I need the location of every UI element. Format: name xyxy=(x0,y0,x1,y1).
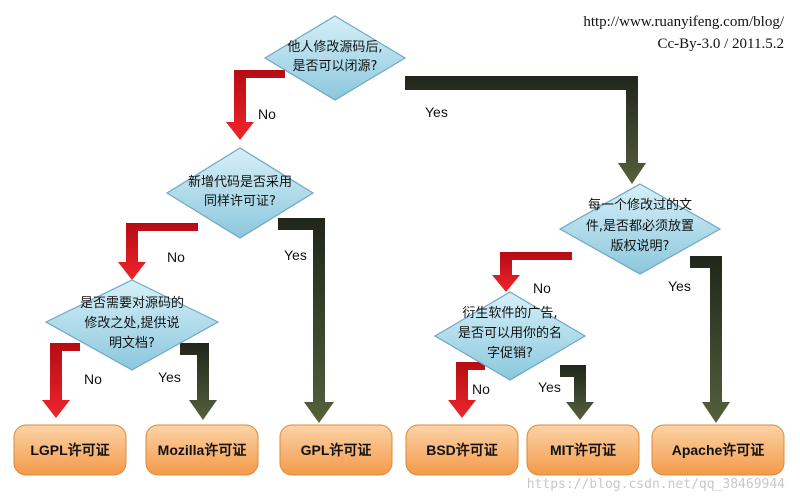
decision-q5: 衍生软件的广告, 是否可以用你的名 字促销? xyxy=(433,291,587,381)
q4-line-1: 每一个修改过的文 xyxy=(588,197,692,213)
q1-no-label: No xyxy=(258,106,276,122)
license-gpl: GPL许可证 xyxy=(279,424,393,476)
diamond-shape xyxy=(44,279,220,371)
decision-q3: 是否需要对源码的 修改之处,提供说 明文档? xyxy=(44,279,220,371)
q4-no-arrow xyxy=(492,252,572,292)
q4-yes-label: Yes xyxy=(668,278,691,294)
q1-line-1: 他人修改源码后, xyxy=(287,40,382,55)
license-apache-label: Apache许可证 xyxy=(672,442,765,458)
q2-yes-label: Yes xyxy=(284,247,307,263)
q3-line-1: 是否需要对源码的 xyxy=(80,295,184,311)
q2-no-arrow xyxy=(118,223,198,280)
decision-q4: 每一个修改过的文 件,是否都必须放置 版权说明? xyxy=(558,183,722,275)
diamond-shape xyxy=(558,183,722,275)
diamond-shape xyxy=(165,147,315,239)
decision-q1: 他人修改源码后, 是否可以闭源? xyxy=(263,15,407,101)
diamond-shape xyxy=(263,15,407,101)
q1-line-2: 是否可以闭源? xyxy=(293,59,378,74)
decision-q2: 新增代码是否采用 同样许可证? xyxy=(165,147,315,239)
license-mit-label: MIT许可证 xyxy=(550,442,616,458)
license-lgpl-label: LGPL许可证 xyxy=(30,442,109,458)
q4-line-3: 版权说明? xyxy=(611,238,670,254)
header-url: http://www.ruanyifeng.com/blog/ xyxy=(583,14,784,30)
q1-no-arrow xyxy=(226,70,285,140)
license-lgpl: LGPL许可证 xyxy=(13,424,127,476)
license-mozilla-label: Mozilla许可证 xyxy=(158,442,247,458)
q4-no-label: No xyxy=(533,280,551,296)
q3-yes-arrow xyxy=(180,343,217,420)
q3-no-label: No xyxy=(84,371,102,387)
q4-line-2: 件,是否都必须放置 xyxy=(586,219,694,234)
license-bsd: BSD许可证 xyxy=(405,424,519,476)
diamond-shape xyxy=(433,291,587,381)
q1-yes-arrow xyxy=(405,76,646,184)
q5-no-arrow xyxy=(448,362,485,418)
q3-no-arrow xyxy=(42,343,80,418)
header-license: Cc-By-3.0 / 2011.5.2 xyxy=(657,36,784,52)
q2-line-2: 同样许可证? xyxy=(204,194,276,209)
q2-yes-arrow xyxy=(278,218,334,423)
q5-line-1: 衍生软件的广告, xyxy=(462,305,557,321)
watermark: https://blog.csdn.net/qq_38469944 xyxy=(527,477,785,492)
license-apache: Apache许可证 xyxy=(651,424,785,476)
q5-yes-arrow xyxy=(560,365,594,420)
q4-yes-arrow xyxy=(690,256,730,423)
q5-line-3: 字促销? xyxy=(487,346,533,361)
q2-no-label: No xyxy=(167,249,185,265)
license-gpl-label: GPL许可证 xyxy=(301,442,372,458)
q3-yes-label: Yes xyxy=(158,369,181,385)
q2-line-1: 新增代码是否采用 xyxy=(188,174,292,190)
q1-yes-label: Yes xyxy=(425,104,448,120)
q5-no-label: No xyxy=(472,381,490,397)
q3-line-2: 修改之处,提供说 xyxy=(84,315,179,331)
license-bsd-label: BSD许可证 xyxy=(426,442,498,458)
q5-line-2: 是否可以用你的名 xyxy=(458,325,562,341)
q5-yes-label: Yes xyxy=(538,379,561,395)
q3-line-3: 明文档? xyxy=(109,336,155,351)
license-mit: MIT许可证 xyxy=(526,424,640,476)
license-mozilla: Mozilla许可证 xyxy=(145,424,259,476)
